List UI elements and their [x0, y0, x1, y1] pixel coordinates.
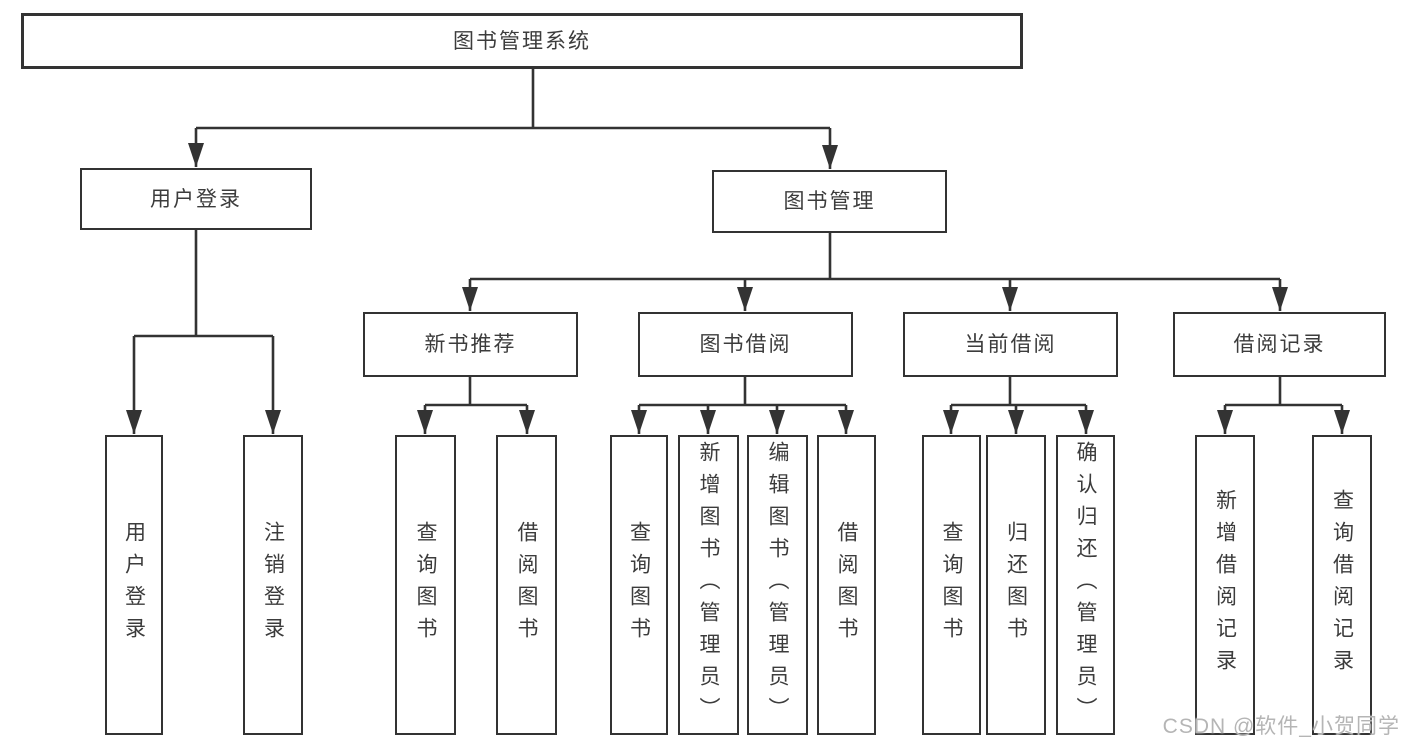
leaf-borrow-query-books: 查询图书 [610, 435, 668, 735]
fork-new-book-recommend [417, 377, 535, 434]
leaf-current-confirm-return-admin-label: 确认归还（管理员） [1074, 441, 1097, 729]
node-borrow-records: 借阅记录 [1173, 312, 1386, 377]
node-borrow-records-label: 借阅记录 [1233, 333, 1326, 356]
node-current-borrow-label: 当前借阅 [964, 333, 1057, 356]
node-new-book-recommend-label: 新书推荐 [424, 333, 517, 356]
root-label: 图书管理系统 [453, 29, 591, 53]
leaf-current-query-books: 查询图书 [922, 435, 981, 735]
csdn-watermark: CSDN @软件_小贺同学 [1162, 715, 1400, 738]
leaf-borrow-edit-books-admin: 编辑图书（管理员） [747, 435, 808, 735]
leaf-current-query-books-label: 查询图书 [940, 521, 963, 649]
node-book-borrow: 图书借阅 [638, 312, 853, 377]
leaf-records-query-record-label: 查询借阅记录 [1330, 489, 1354, 681]
node-book-borrow-label: 图书借阅 [699, 333, 792, 356]
node-book-management-label: 图书管理 [783, 190, 876, 213]
leaf-records-add-record-label: 新增借阅记录 [1213, 489, 1237, 681]
leaf-current-confirm-return-admin: 确认归还（管理员） [1056, 435, 1115, 735]
leaf-records-query-record: 查询借阅记录 [1312, 435, 1372, 735]
node-book-management: 图书管理 [712, 170, 947, 233]
fork-user-login [126, 230, 281, 434]
fork-book-management [462, 233, 1288, 311]
leaf-borrow-query-books-label: 查询图书 [627, 521, 651, 649]
leaf-newrec-borrow-books: 借阅图书 [496, 435, 557, 735]
node-user-login: 用户登录 [80, 168, 312, 230]
leaf-logout-login: 注销登录 [243, 435, 303, 735]
node-new-book-recommend: 新书推荐 [363, 312, 578, 377]
leaf-borrow-edit-books-admin-label: 编辑图书（管理员） [766, 441, 789, 729]
fork-borrow-records [1217, 377, 1350, 434]
leaf-newrec-query-books-label: 查询图书 [414, 521, 437, 649]
node-root: 图书管理系统 [21, 13, 1023, 69]
leaf-user-login-label: 用户登录 [122, 521, 146, 649]
leaf-records-add-record: 新增借阅记录 [1195, 435, 1255, 735]
leaf-current-return-books-label: 归还图书 [1004, 521, 1028, 649]
fork-root [188, 68, 838, 169]
fork-book-borrow [631, 377, 854, 434]
leaf-current-return-books: 归还图书 [986, 435, 1046, 735]
fork-current-borrow [943, 377, 1094, 434]
leaf-newrec-query-books: 查询图书 [395, 435, 456, 735]
node-user-login-label: 用户登录 [150, 187, 242, 211]
node-current-borrow: 当前借阅 [903, 312, 1118, 377]
leaf-logout-login-label: 注销登录 [261, 521, 285, 649]
leaf-borrow-borrow-books-label: 借阅图书 [835, 521, 858, 649]
leaf-user-login: 用户登录 [105, 435, 163, 735]
leaf-borrow-add-books-admin-label: 新增图书（管理员） [697, 441, 720, 729]
leaf-borrow-borrow-books: 借阅图书 [817, 435, 876, 735]
leaf-newrec-borrow-books-label: 借阅图书 [515, 521, 538, 649]
leaf-borrow-add-books-admin: 新增图书（管理员） [678, 435, 739, 735]
